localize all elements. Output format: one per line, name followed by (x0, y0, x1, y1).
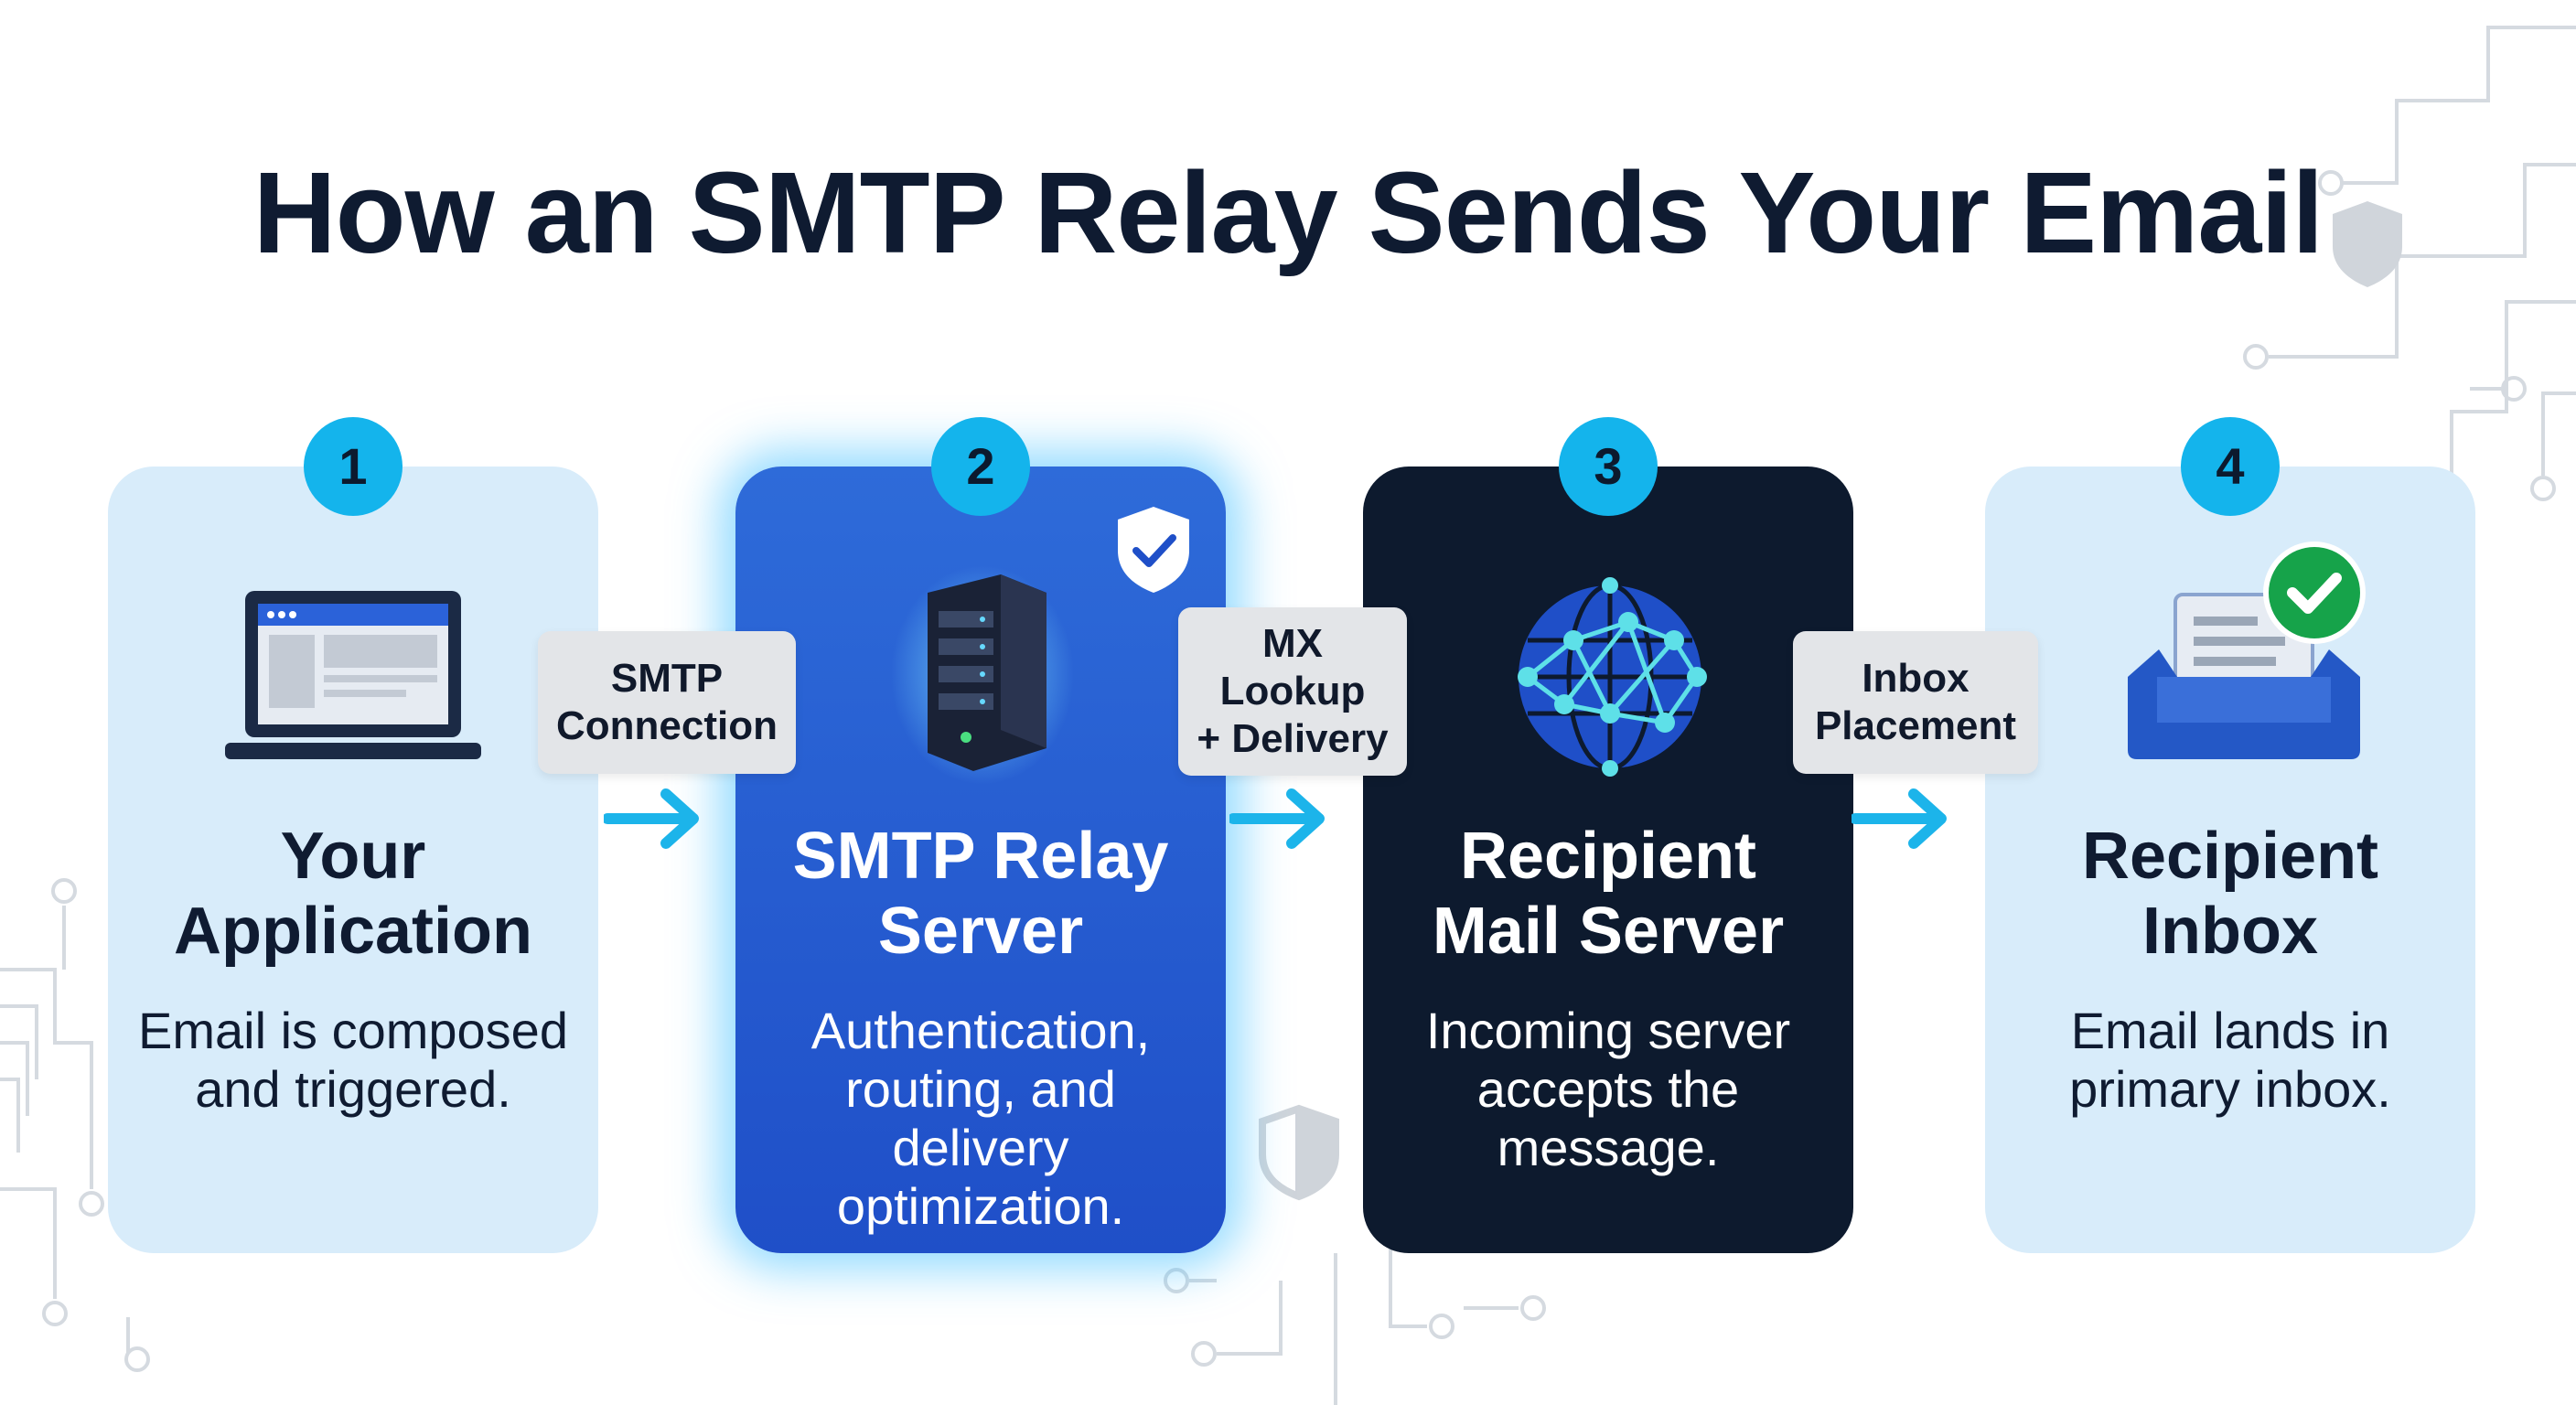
step-number-badge: 2 (931, 417, 1030, 516)
shield-icon-decor-bottom (1259, 1104, 1339, 1201)
step-number-badge: 4 (2181, 417, 2280, 516)
arrow-right-icon (604, 788, 699, 849)
page-title: How an SMTP Relay Sends Your Email (252, 148, 2324, 277)
shield-check-icon (1118, 507, 1189, 593)
server-icon (891, 565, 1074, 785)
step-number-badge: 3 (1559, 417, 1658, 516)
globe-network-icon (1518, 577, 1707, 777)
arrow-right-icon (1852, 788, 1947, 849)
shield-icon-decor-top (2333, 201, 2402, 287)
laptop-icon (225, 591, 481, 759)
step-number-badge: 1 (304, 417, 402, 516)
inbox-check-icon (2128, 542, 2366, 759)
arrow-right-icon (1229, 788, 1325, 849)
